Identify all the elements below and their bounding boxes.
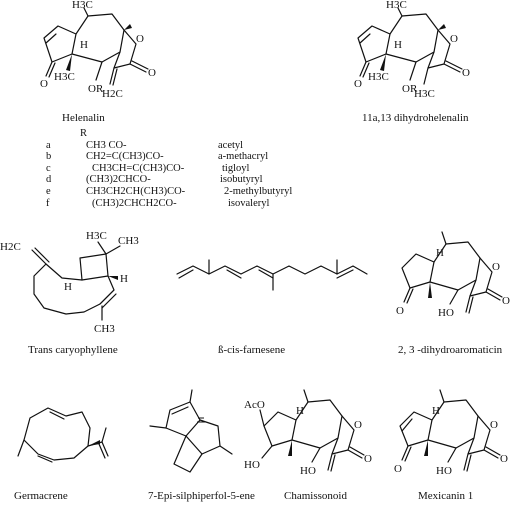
helenalin-label-o-ketone: O — [40, 78, 48, 90]
helenalin-label-methyl-top: H3C — [72, 0, 93, 11]
dihydrohelenalin-structure: H3C H O H3C OR O O H3C — [354, 0, 470, 100]
dihydrohelenalin-label-o-carbonyl: O — [462, 67, 470, 79]
dihydrohelenalin-label-o-ketone: O — [354, 78, 362, 90]
dihydrohelenalin-label-methyl-top: H3C — [386, 0, 407, 11]
mexicanin-label-o-ketone: O — [394, 463, 402, 475]
aromaticin-structure: H O O O HO — [396, 231, 510, 319]
aromaticin-label-o-ketone: O — [396, 305, 404, 317]
helenalin-structure: H3C H O H3C OR O O H2C — [40, 0, 156, 100]
chamissonoid-caption: Chamissonoid — [284, 490, 347, 502]
caryophyllene-label-h-top: H — [120, 273, 128, 285]
helenalin-label-methylene: H2C — [102, 88, 123, 100]
chamissonoid-label-o-lactone: O — [354, 419, 362, 431]
chamissonoid-label-ho-mid: HO — [300, 465, 316, 477]
silphiperfolene-caption: 7-Epi-silphiperfol-5-ene — [148, 490, 255, 502]
caryophyllene-label-h-bottom: H — [64, 281, 72, 293]
helenalin-label-methyl-mid: H3C — [54, 71, 75, 83]
chamissonoid-label-ho-left: HO — [244, 459, 260, 471]
mexicanin-structure: H O O O HO — [394, 389, 508, 477]
caryophyllene-caption: Trans caryophyllene — [28, 344, 118, 356]
aromaticin-label-o-lactone: O — [492, 261, 500, 273]
dihydrohelenalin-label-methyl-bottom: H3C — [414, 88, 435, 100]
caryophyllene-structure: H3C CH3 H2C H H CH3 — [0, 230, 139, 335]
dihydrohelenalin-label-o-lactone: O — [450, 33, 458, 45]
dihydrohelenalin-label-methyl-mid: H3C — [368, 71, 389, 83]
helenalin-label-or: OR — [88, 83, 104, 95]
caryophyllene-label-methyl-a: H3C — [86, 230, 107, 242]
aromaticin-caption: 2, 3 -dihydroaromaticin — [398, 344, 503, 356]
mexicanin-label-ho: HO — [436, 465, 452, 477]
mexicanin-caption: Mexicanin 1 — [418, 490, 474, 502]
caryophyllene-label-methylene: H2C — [0, 241, 21, 253]
chamissonoid-structure: AcO H O O HO HO — [244, 389, 372, 477]
silphiperfolene-structure — [149, 389, 233, 473]
germacrene-structure — [17, 407, 109, 463]
mexicanin-label-o-lactone: O — [490, 419, 498, 431]
mexicanin-label-o-carbonyl: O — [500, 453, 508, 465]
caryophyllene-label-methyl-c: CH3 — [94, 323, 115, 335]
aromaticin-label-o-carbonyl: O — [502, 295, 510, 307]
mexicanin-label-h: H — [432, 405, 440, 417]
helenalin-caption: Helenalin — [62, 112, 105, 124]
caryophyllene-label-methyl-b: CH3 — [118, 235, 139, 247]
r-header: R — [80, 128, 88, 139]
dihydrohelenalin-label-h: H — [394, 39, 402, 51]
aromaticin-label-ho: HO — [438, 307, 454, 319]
chamissonoid-label-aco: AcO — [244, 399, 265, 411]
dihydrohelenalin-caption: 11a,13 dihydrohelenalin — [362, 112, 469, 124]
farnesene-structure — [176, 259, 368, 291]
chamissonoid-label-h: H — [296, 405, 304, 417]
dihydrohelenalin-label-or: OR — [402, 83, 418, 95]
helenalin-label-o-carbonyl: O — [148, 67, 156, 79]
chamissonoid-label-o-carbonyl: O — [364, 453, 372, 465]
aromaticin-label-h: H — [436, 247, 444, 259]
helenalin-label-h: H — [80, 39, 88, 51]
farnesene-caption: ß-cis-farnesene — [218, 344, 286, 356]
germacrene-caption: Germacrene — [14, 490, 68, 502]
helenalin-label-o-lactone: O — [136, 33, 144, 45]
